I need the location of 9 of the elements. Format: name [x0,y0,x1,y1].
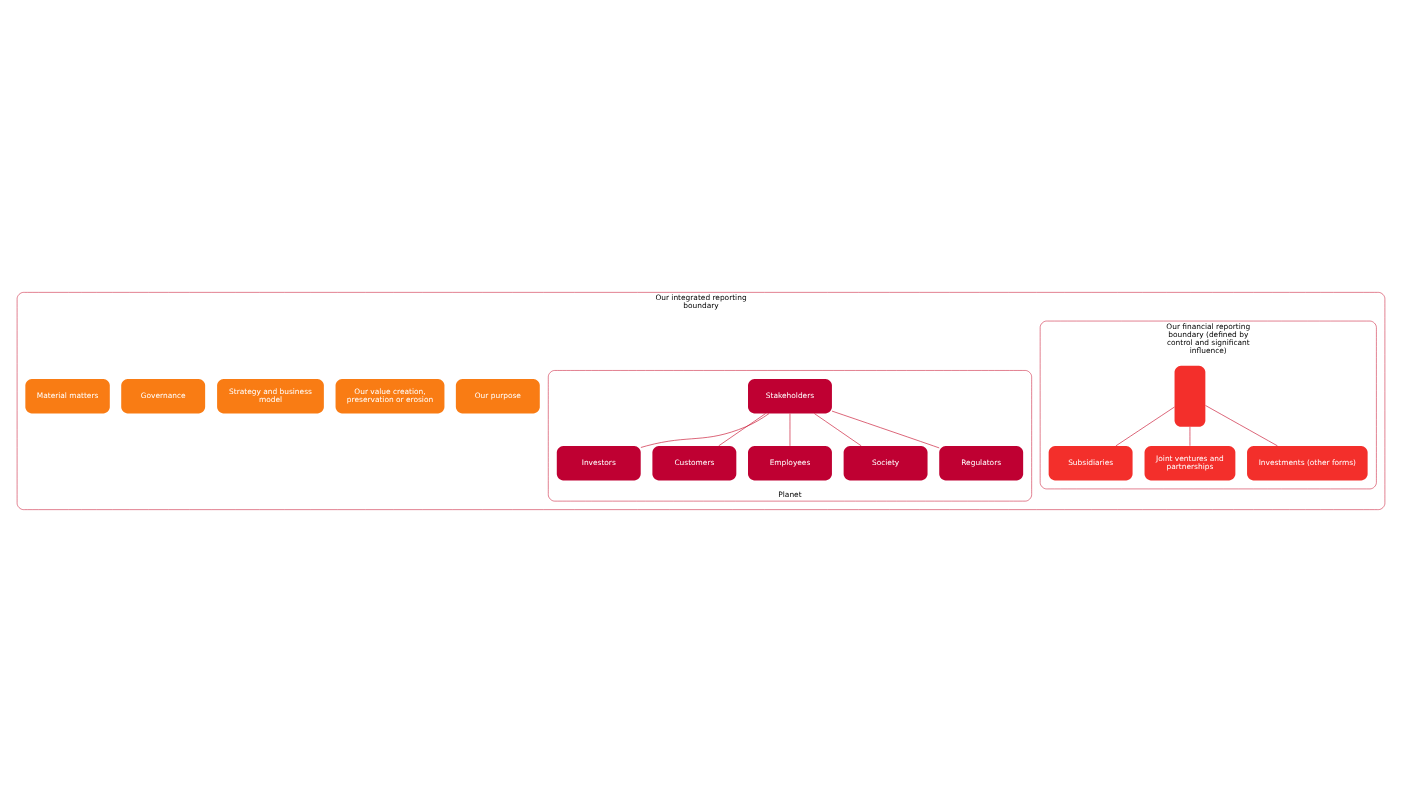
node-box [1174,365,1206,427]
connector [640,412,770,448]
connector [1205,404,1278,446]
connector [718,412,766,446]
connector [1115,406,1175,446]
connector [789,412,791,446]
connector [1189,425,1191,446]
connector [814,412,862,446]
connector [831,410,940,448]
